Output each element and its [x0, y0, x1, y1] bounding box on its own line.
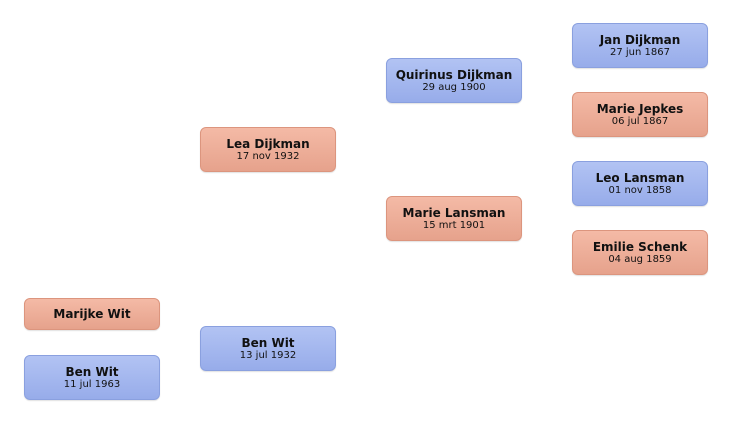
person-birth-date: 29 aug 1900: [422, 82, 486, 93]
person-name: Ben Wit: [241, 336, 295, 350]
person-birth-date: 17 nov 1932: [236, 151, 300, 162]
person-card-partner[interactable]: Marijke Wit: [24, 298, 160, 330]
person-birth-date: 27 jun 1867: [610, 47, 670, 58]
person-birth-date: 06 jul 1867: [611, 116, 669, 127]
person-name: Marie Jepkes: [596, 102, 684, 116]
person-name: Marie Lansman: [402, 206, 506, 220]
person-card-great-grandfather-1[interactable]: Jan Dijkman 27 jun 1867: [572, 23, 708, 68]
person-name: Quirinus Dijkman: [395, 68, 513, 82]
person-name: Marijke Wit: [53, 307, 131, 321]
person-birth-date: 11 jul 1963: [63, 379, 121, 390]
person-card-father[interactable]: Ben Wit 13 jul 1932: [200, 326, 336, 371]
person-card-maternal-grandmother[interactable]: Marie Lansman 15 mrt 1901: [386, 196, 522, 241]
person-birth-date: 13 jul 1932: [239, 350, 297, 361]
person-card-maternal-grandfather[interactable]: Quirinus Dijkman 29 aug 1900: [386, 58, 522, 103]
person-card-great-grandfather-2[interactable]: Leo Lansman 01 nov 1858: [572, 161, 708, 206]
person-name: Emilie Schenk: [592, 240, 688, 254]
person-name: Leo Lansman: [595, 171, 685, 185]
person-card-great-grandmother-1[interactable]: Marie Jepkes 06 jul 1867: [572, 92, 708, 137]
person-name: Ben Wit: [65, 365, 119, 379]
person-birth-date: 04 aug 1859: [608, 254, 672, 265]
person-card-root[interactable]: Ben Wit 11 jul 1963: [24, 355, 160, 400]
person-card-great-grandmother-2[interactable]: Emilie Schenk 04 aug 1859: [572, 230, 708, 275]
person-card-mother[interactable]: Lea Dijkman 17 nov 1932: [200, 127, 336, 172]
person-name: Jan Dijkman: [599, 33, 681, 47]
person-birth-date: 15 mrt 1901: [422, 220, 486, 231]
person-birth-date: 01 nov 1858: [608, 185, 672, 196]
person-name: Lea Dijkman: [226, 137, 310, 151]
